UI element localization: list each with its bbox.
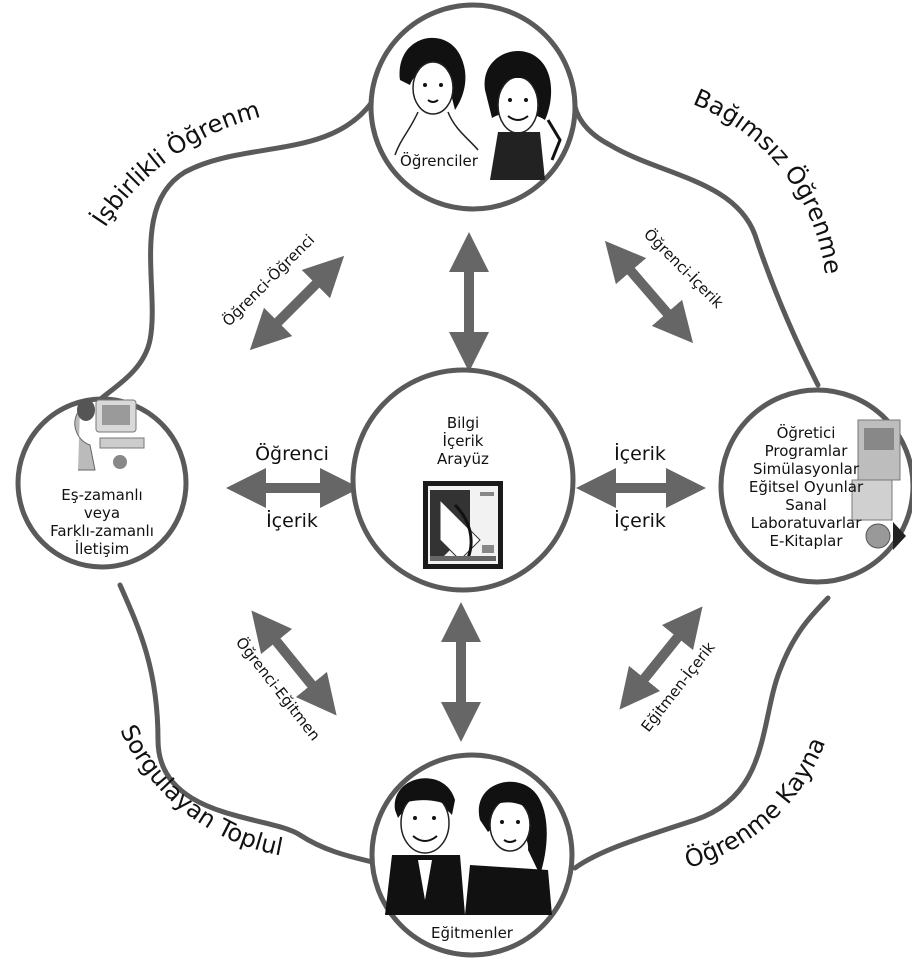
left-bottom-label: İçerik [266,509,318,532]
arrow-student-teacher [251,610,337,716]
right-bottom-label: İçerik [614,509,666,532]
node-students: Öğrenciler [368,2,578,212]
teachers-illustration [385,778,552,915]
node-learning-resources: Öğretici Programlar Simülasyonlar Eğitse… [718,387,912,585]
resources-line-7: E-Kitaplar [769,532,843,550]
resources-line-3: Simülasyonlar [753,460,860,478]
multimedia-illustration [851,419,906,550]
communication-line-4: İletişim [75,539,129,558]
node-teachers: Eğitmenler [369,752,575,958]
independent-learning-label: Bağımsız Öğrenme [690,84,848,276]
students-illustration [394,37,562,180]
center-line-2: İçerik [443,431,484,450]
computer-user-illustration [74,399,145,471]
interface-screen-illustration [423,481,503,569]
communication-line-1: Eş-zamanlı [61,486,142,504]
resources-line-6: Laboratuvarlar [751,514,863,532]
communication-line-2: veya [84,504,120,522]
node-content-interface: Bilgi İçerik Arayüz [350,367,576,593]
teacher-content-label: Eğitmen-İçerik [637,638,719,736]
outer-frame [87,97,831,871]
arrow-student-student [249,255,345,351]
resources-line-5: Sanal [785,496,827,514]
arrow-student-content [604,240,694,344]
center-line-1: Bilgi [447,414,479,432]
center-line-3: Arayüz [437,450,489,468]
resources-line-4: Eğitsel Oyunlar [749,478,864,496]
resources-line-2: Programlar [765,442,849,460]
students-label: Öğrenciler [400,151,479,170]
left-top-label: Öğrenci [255,442,329,465]
right-top-label: İçerik [614,442,666,465]
communication-line-3: Farklı-zamanlı [50,522,154,540]
student-student-label: Öğrenci-Öğrenci [218,230,318,330]
arrows [226,232,706,742]
arrow-teacher-content [619,606,703,710]
node-communication: Eş-zamanlı veya Farklı-zamanlı İletişim [15,396,189,570]
resources-line-1: Öğretici [777,423,836,442]
teachers-label: Eğitmenler [431,924,514,942]
cooperative-learning-label: İşbirlikli Öğrenme [0,0,263,231]
